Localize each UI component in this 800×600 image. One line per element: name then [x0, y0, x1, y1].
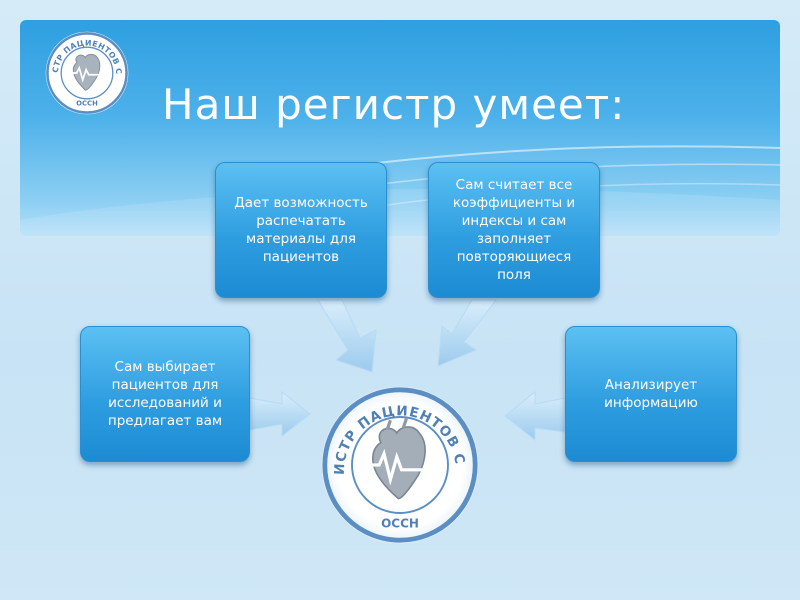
arrow-calc-to-center [437, 299, 498, 367]
logo-center-text-bottom: ОССН [381, 516, 419, 530]
arrow-print-to-center [317, 299, 377, 373]
registry-logo-small: РЕГИСТР ПАЦИЕНТОВ С ХСН ОССН [44, 30, 129, 115]
heart-icon [364, 418, 436, 500]
node-analyze-info: Анализирует информацию [565, 326, 737, 462]
arrow-select-to-center [249, 390, 311, 438]
node-select-patients: Сам выбирает пациентов для исследований … [80, 326, 250, 462]
node-auto-calculate: Сам считает все коэффициенты и индексы и… [428, 162, 600, 298]
node-print-materials: Дает возможность распечатать материалы д… [215, 162, 387, 298]
heart-icon [69, 53, 105, 91]
registry-logo-center: РЕГИСТР ПАЦИЕНТОВ С ХСН ОССН [320, 385, 479, 544]
node-calc-label: Сам считает все коэффициенты и индексы и… [452, 177, 576, 283]
node-analyze-label: Анализирует информацию [604, 377, 698, 411]
arrow-analyze-to-center [504, 390, 566, 442]
page-title: Наш регистр умеет: [162, 80, 626, 129]
node-print-label: Дает возможность распечатать материалы д… [234, 195, 368, 265]
node-select-label: Сам выбирает пациентов для исследований … [107, 359, 223, 429]
header-band: Наш регистр умеет: [20, 20, 780, 236]
logo-small-text-bottom: ОССН [76, 100, 98, 108]
